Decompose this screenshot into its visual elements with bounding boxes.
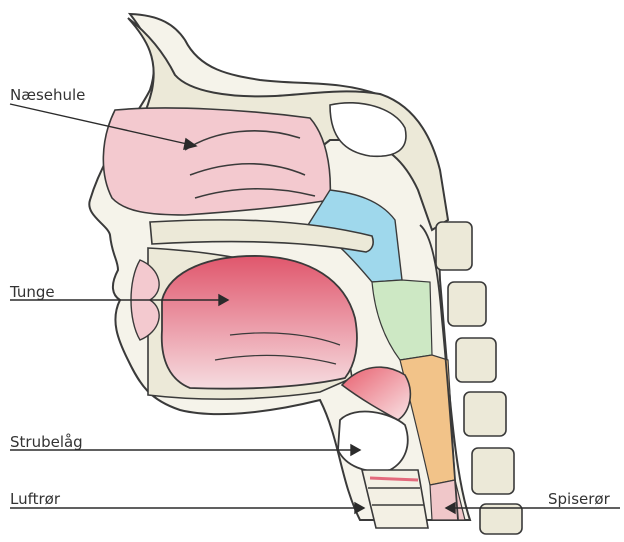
label-trachea: Luftrør [10, 490, 60, 508]
label-nasal-cavity: Næsehule [10, 86, 85, 104]
vertebra [464, 392, 506, 436]
label-tongue: Tunge [10, 283, 55, 301]
label-epiglottis: Strubelåg [10, 433, 83, 451]
vertebra [436, 222, 472, 270]
vertebra [456, 338, 496, 382]
nasal-cavity-region [103, 108, 330, 215]
vertebra [472, 448, 514, 494]
larynx-cartilage [338, 412, 408, 472]
vertebra [448, 282, 486, 326]
label-esophagus: Spiserør [548, 490, 610, 508]
